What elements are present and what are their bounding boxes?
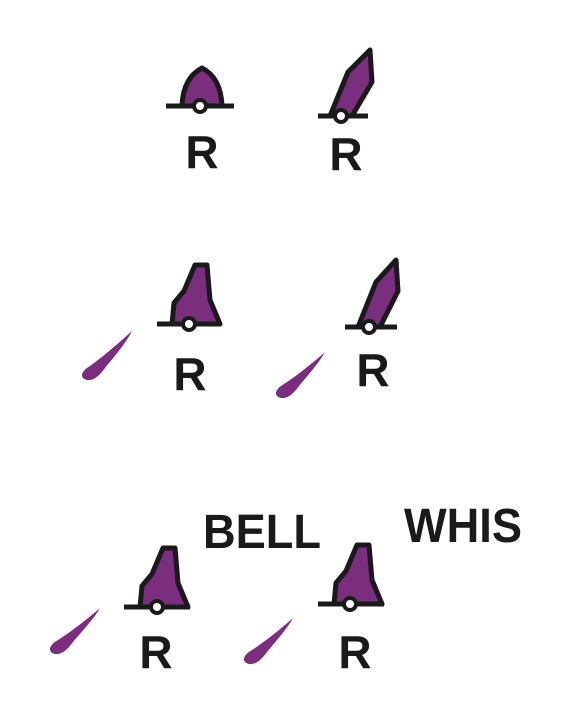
sound-signal-label: BELL — [203, 506, 321, 559]
light-flare-icon — [275, 352, 325, 399]
pillar-buoy-body — [169, 262, 223, 327]
position-circle — [333, 108, 349, 124]
buoy-label: R — [173, 348, 206, 400]
position-circle — [192, 98, 208, 114]
spar-buoy-body — [355, 257, 401, 330]
spar-buoy-symbol: R — [318, 47, 375, 180]
lighted-spar-buoy-symbol: R — [275, 257, 401, 399]
lighted-pillar-buoy-symbol: R — [81, 262, 223, 400]
light-flare-icon — [243, 618, 293, 665]
light-flare-icon — [81, 331, 132, 381]
pillar-buoy-body — [137, 545, 191, 610]
position-circle — [342, 596, 358, 612]
lighted-whistle-buoy-symbol: R WHIS — [243, 500, 522, 678]
buoy-label: R — [139, 626, 172, 678]
buoy-label: R — [338, 626, 371, 678]
buoy-label: R — [185, 126, 218, 178]
position-circle — [149, 599, 165, 615]
buoy-label: R — [356, 344, 389, 396]
conical-buoy-symbol: R — [166, 65, 234, 178]
position-circle — [181, 316, 197, 332]
buoy-label: R — [329, 128, 362, 180]
lighted-bell-buoy-symbol: R BELL — [49, 506, 321, 678]
light-flare-icon — [49, 608, 100, 655]
pillar-buoy-body — [331, 542, 385, 607]
sound-signal-label: WHIS — [404, 500, 522, 553]
conical-buoy-body — [179, 65, 225, 109]
spar-buoy-body — [327, 47, 375, 119]
position-circle — [361, 319, 377, 335]
